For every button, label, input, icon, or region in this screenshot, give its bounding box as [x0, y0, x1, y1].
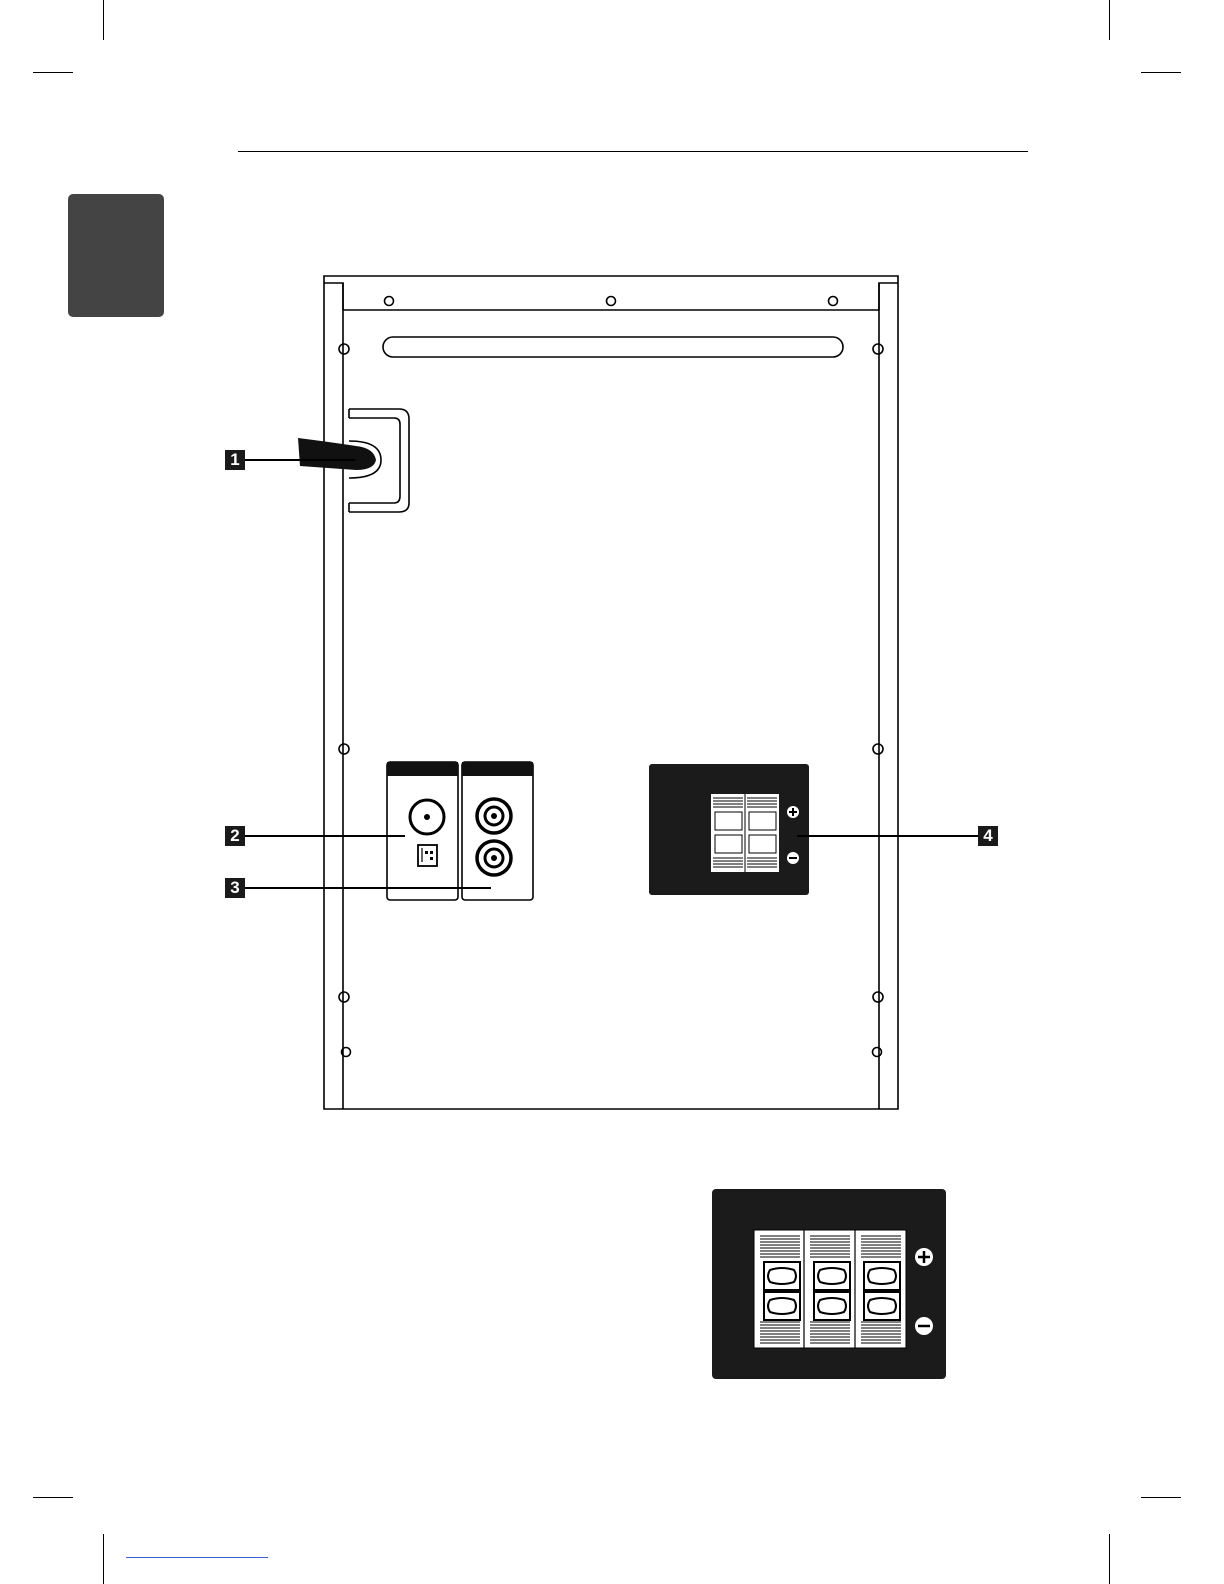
left-rail: [324, 283, 343, 1109]
speaker-terminal-detail: [712, 1189, 946, 1379]
screw-icon: [873, 344, 883, 354]
callout-3-badge: 3: [225, 878, 245, 898]
callout-2-badge: 2: [225, 826, 245, 846]
callout-1-line: [245, 459, 355, 461]
screw-icon: [873, 744, 883, 754]
cabinet-outline: [324, 276, 898, 1109]
callout-4-line: [797, 835, 978, 837]
screw-icon: [873, 1048, 882, 1057]
screw-icon: [339, 992, 349, 1002]
screw-icon: [339, 344, 349, 354]
screw-icon: [829, 297, 838, 306]
callout-3-line: [245, 887, 491, 889]
screw-icon: [873, 992, 883, 1002]
antenna-plate: [387, 762, 458, 900]
speaker-terminal-small: [649, 764, 809, 895]
callout-2-line: [245, 835, 405, 837]
right-rail: [879, 283, 898, 1109]
vent-slot: [383, 337, 843, 357]
screw-icon: [339, 744, 349, 754]
screw-icon: [385, 297, 394, 306]
rca-plate: [462, 762, 533, 900]
screw-icon: [607, 297, 616, 306]
callout-1-badge: 1: [225, 450, 245, 470]
callout-4-badge: 4: [978, 826, 998, 846]
